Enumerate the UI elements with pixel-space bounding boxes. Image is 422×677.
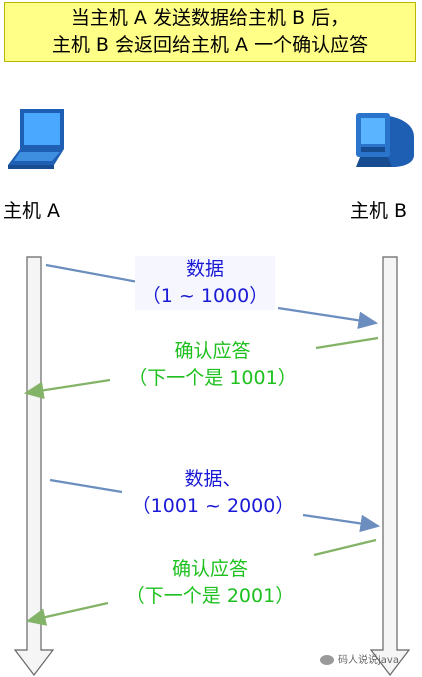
data-arrow-1-head [277,306,379,330]
ack-message-2-next: （下一个是 2001） [125,585,295,607]
data-message-2-title: 数据、 [184,468,242,490]
host-b-label: 主机 B [350,200,408,222]
ack-arrow-1 [315,336,379,350]
ack-arrow-2 [313,538,377,557]
data-message-1: 数据 （1 ~ 1000） [135,256,275,310]
ack-message-2-title: 确认应答 [171,558,248,580]
data-arrow-2-head [302,513,381,533]
ack-message-1: 确认应答 （下一个是 1001） [120,338,305,392]
laptop-icon [6,107,70,177]
data-message-2: 数据、 （1001 ~ 2000） [128,466,298,520]
ack-message-2: 确认应答 （下一个是 2001） [115,556,305,610]
ack-arrow-1-head [23,378,111,400]
ack-message-1-next: （下一个是 1001） [128,367,297,389]
watermark-text: 码人说说java [338,655,399,666]
timeline-host-a [13,256,55,676]
ack-arrow-2-head [25,601,109,626]
data-message-1-title: 数据 [185,258,224,280]
timeline-host-b [369,256,411,676]
data-arrow-2 [49,478,123,494]
data-message-1-range: （1 ~ 1000） [141,285,269,307]
title-banner: 当主机 A 发送数据给主机 B 后， 主机 B 会返回给主机 A 一个确认应答 [4,2,416,62]
title-line-1: 当主机 A 发送数据给主机 B 后， [70,7,350,29]
wechat-icon [320,655,334,665]
watermark: 码人说说java [320,651,399,666]
host-a-label: 主机 A [3,200,61,222]
title-line-2: 主机 B 会返回给主机 A 一个确认应答 [51,34,369,56]
data-message-2-range: （1001 ~ 2000） [131,495,295,517]
desktop-computer-icon [352,107,418,181]
ack-message-1-title: 确认应答 [174,340,251,362]
data-arrow-1 [45,263,139,284]
